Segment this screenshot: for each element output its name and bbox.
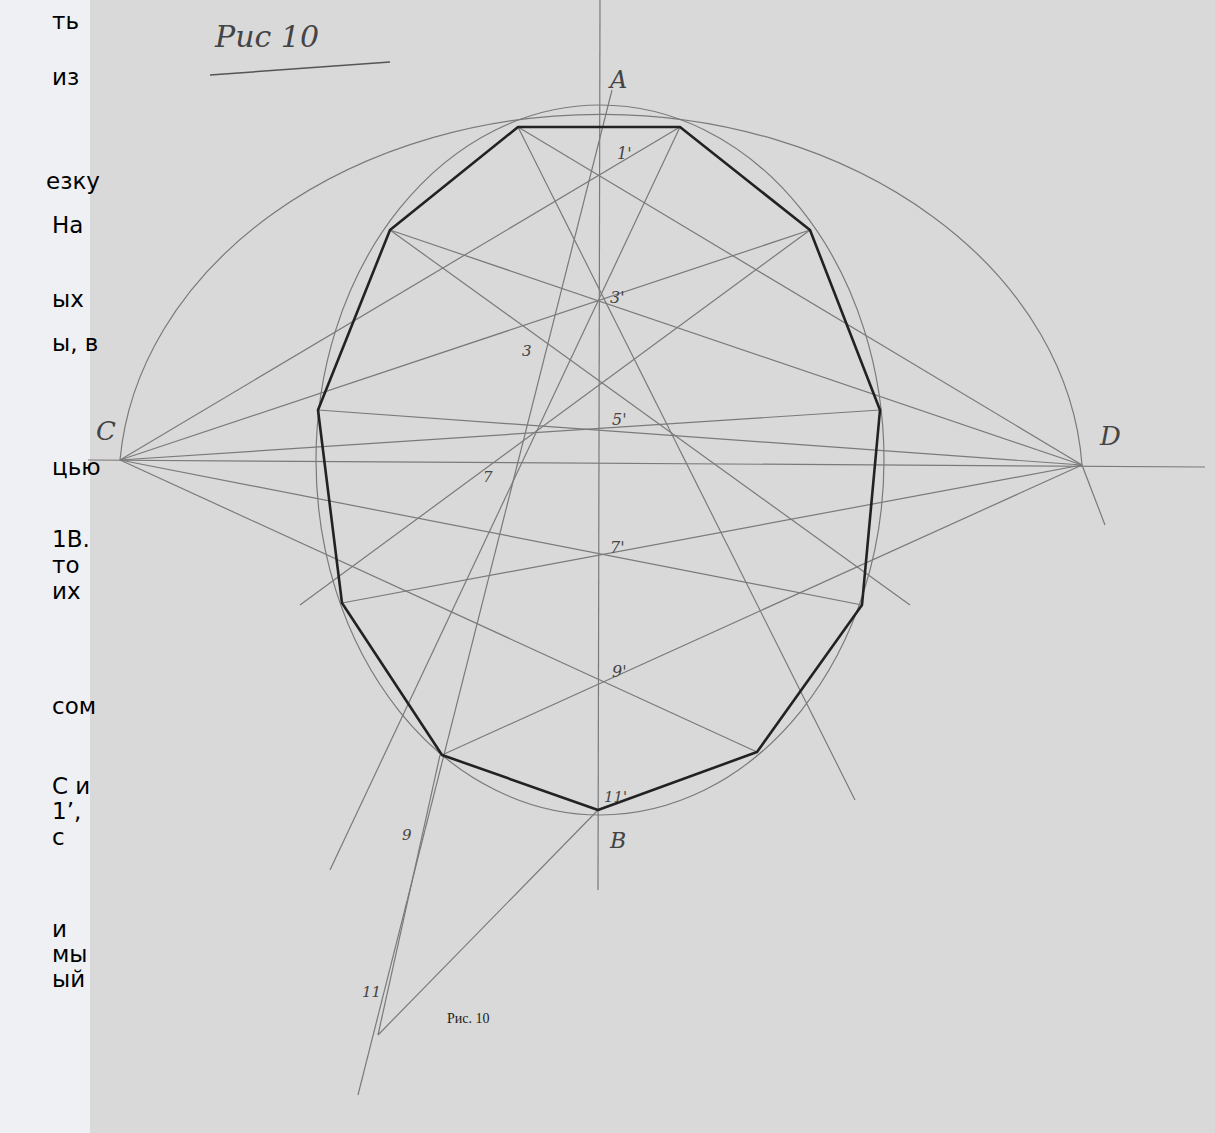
point-label: A <box>610 68 627 92</box>
point-label: 3 <box>522 344 532 359</box>
point-label: 3' <box>610 290 625 306</box>
point-label: B <box>610 830 626 852</box>
point-label: 7' <box>610 540 625 556</box>
slide-text-fragment: сом <box>52 695 96 718</box>
point-label: C <box>96 418 116 444</box>
point-label: 11' <box>604 790 627 805</box>
point-label: 9' <box>612 664 627 680</box>
slide-text-fragment: ть <box>52 10 79 33</box>
slide-text-fragment: На <box>52 214 83 237</box>
point-label: 11 <box>362 985 381 1000</box>
slide-text-fragment: то <box>52 554 79 577</box>
slide-text-fragment: их <box>52 580 81 603</box>
slide-text-fragment: из <box>52 66 79 89</box>
slide-text-fragment: с <box>52 826 65 849</box>
slide-text-fragment: ы, в <box>52 332 98 355</box>
slide-text-fragment: езку <box>46 170 100 193</box>
slide-text-fragment: мы <box>52 943 88 966</box>
slide-text-fragment: цью <box>52 456 101 479</box>
slide-text-fragment: и <box>52 918 67 941</box>
point-label: D <box>1100 423 1121 449</box>
slide-text-fragment: 1’, <box>52 800 81 823</box>
slide-text-fragment: ый <box>52 968 85 991</box>
point-label: 1' <box>617 146 632 162</box>
point-label: 9 <box>402 828 412 843</box>
slide-text-fragment: С и <box>52 775 90 798</box>
slide-text-fragment: ых <box>52 288 84 311</box>
paper-sheet <box>90 0 1215 1133</box>
figure-note: Рис 10 <box>215 22 319 52</box>
point-label: 5' <box>612 412 627 428</box>
figure-caption: Рис. 10 <box>447 1012 490 1026</box>
point-label: 7 <box>483 470 493 485</box>
slide-text-fragment: 1В. <box>52 528 90 551</box>
